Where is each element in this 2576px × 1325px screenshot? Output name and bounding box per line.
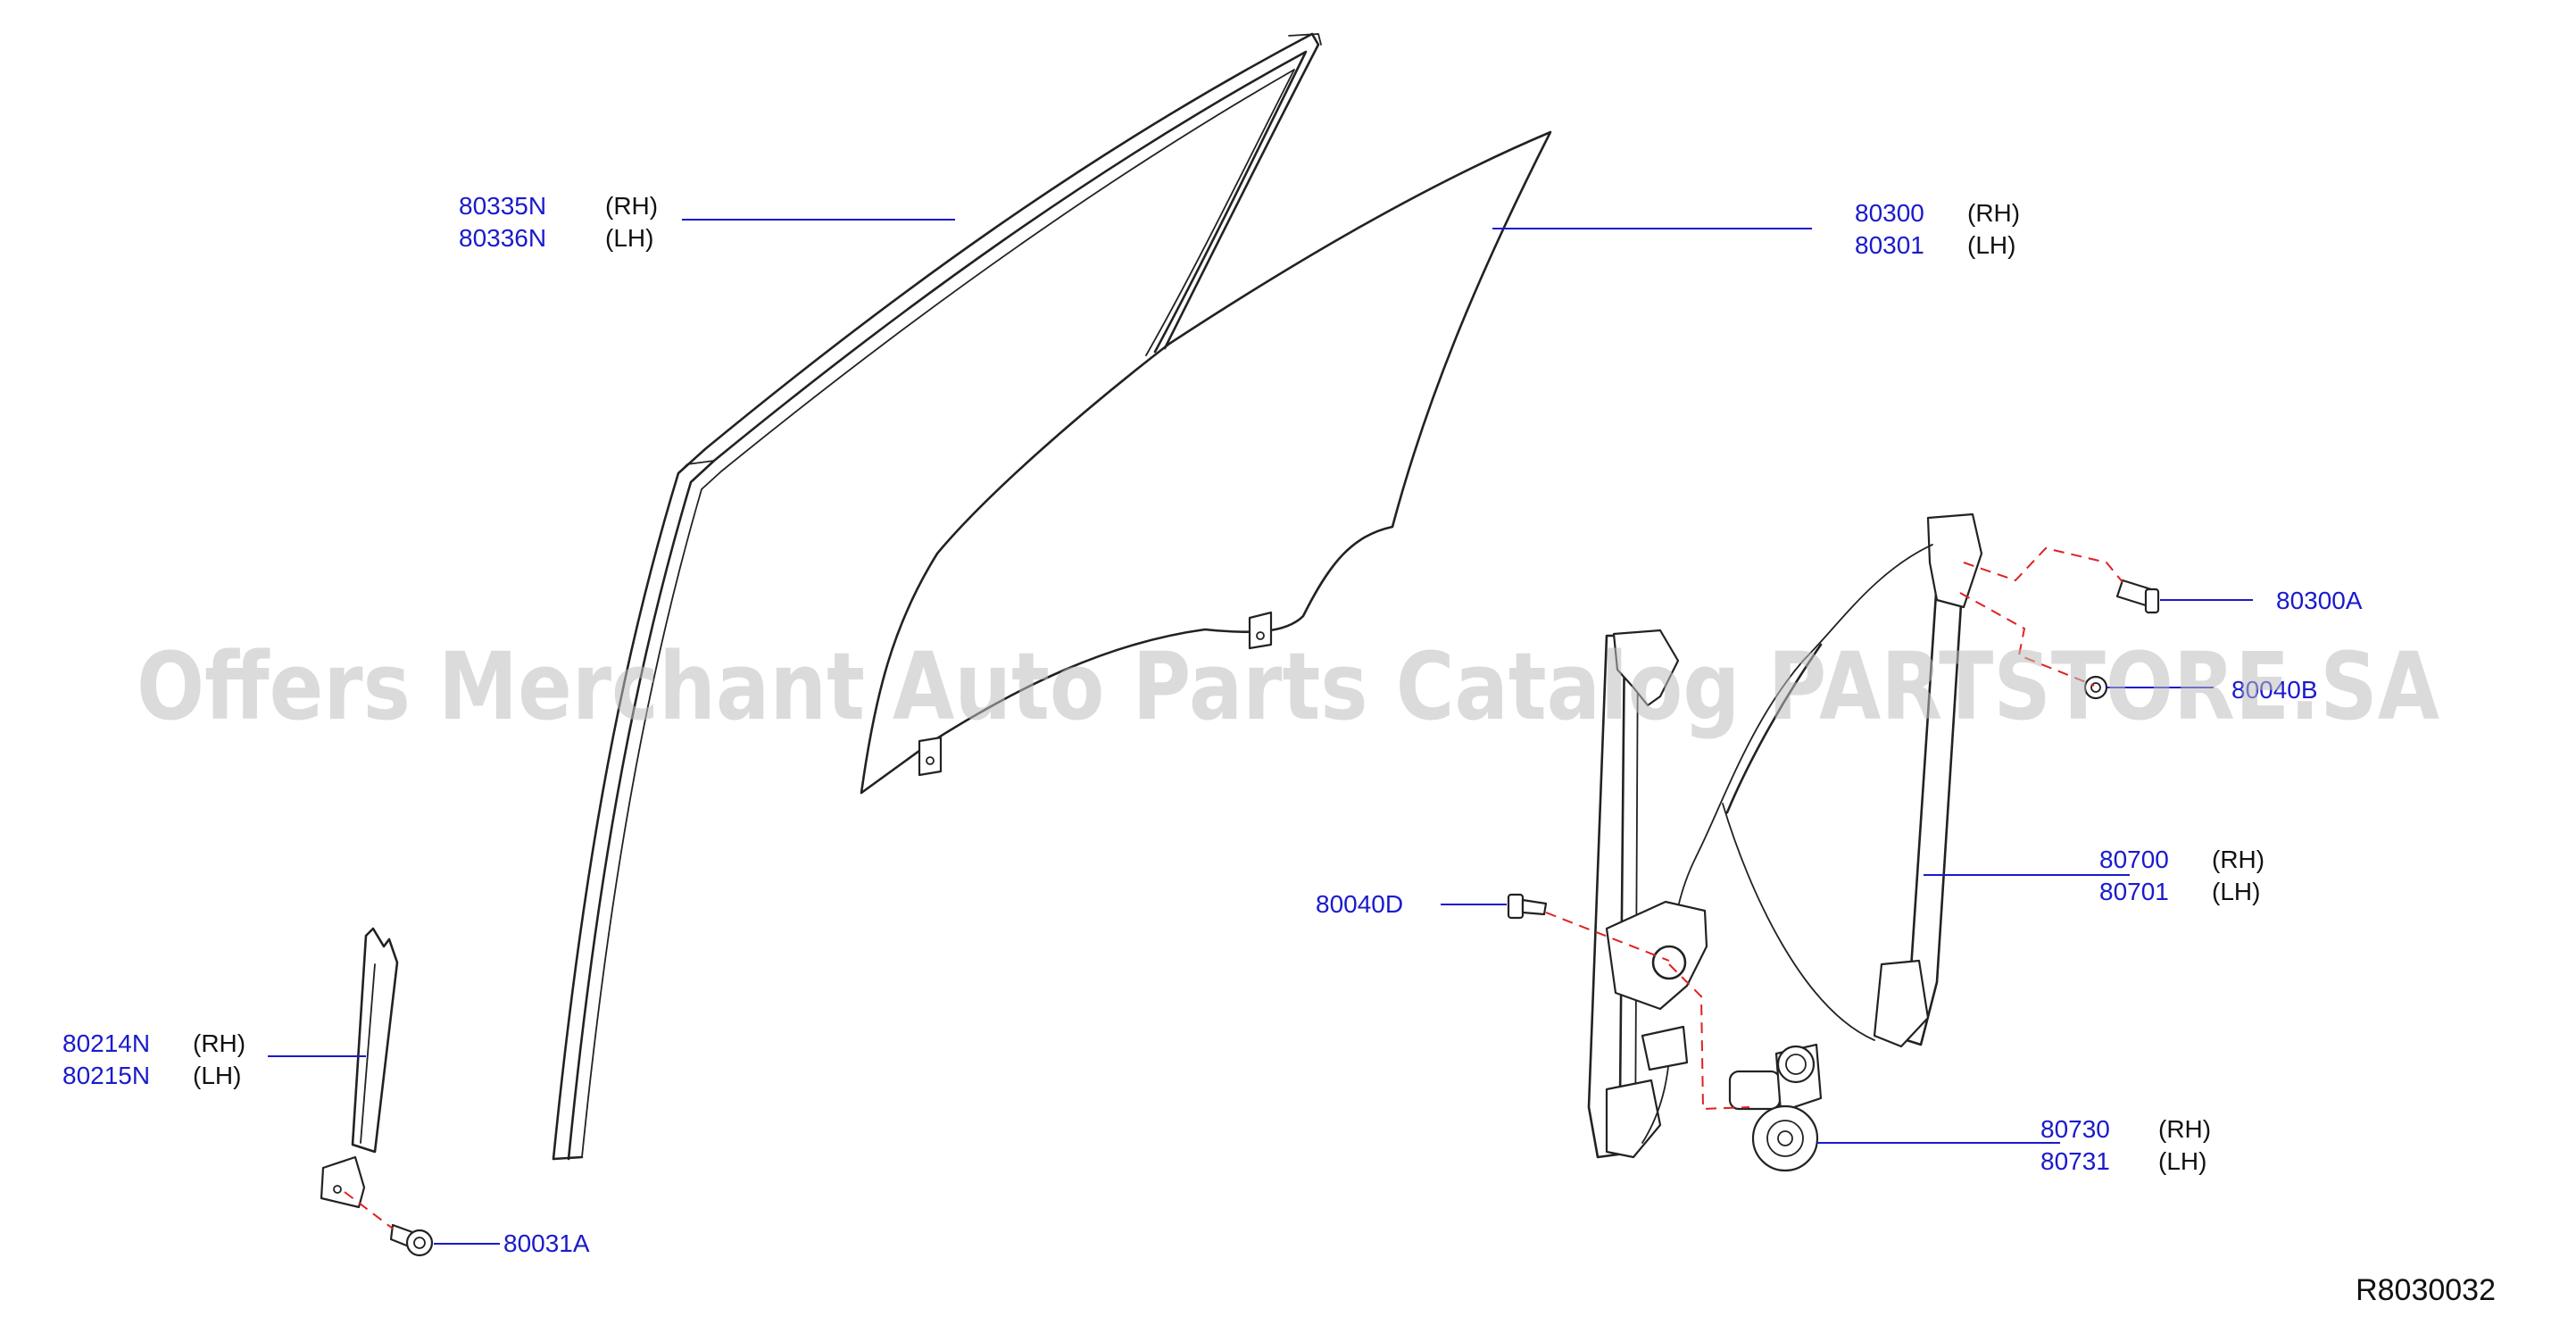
callout-80335n-side: (RH) xyxy=(605,192,658,220)
callout-80730[interactable]: 80730 xyxy=(2040,1115,2110,1143)
callout-80301[interactable]: 80301 xyxy=(1855,231,1924,259)
callout-80215n[interactable]: 80215N xyxy=(62,1062,150,1089)
callout-80336n[interactable]: 80336N xyxy=(459,224,546,252)
callout-80731[interactable]: 80731 xyxy=(2040,1147,2110,1175)
callout-80214n[interactable]: 80214N xyxy=(62,1029,150,1057)
callout-80300a[interactable]: 80300A xyxy=(2276,587,2363,614)
bolt-80300a-part[interactable] xyxy=(2115,579,2160,614)
bolt-80040d-part[interactable] xyxy=(1507,893,1548,920)
door-sash-part[interactable] xyxy=(552,32,1322,1161)
assembly-guides xyxy=(344,546,2123,1229)
callout-80031a[interactable]: 80031A xyxy=(503,1229,590,1257)
callout-80730-side: (RH) xyxy=(2158,1115,2211,1143)
callout-80336n-side: (LH) xyxy=(605,224,653,252)
callout-80300[interactable]: 80300 xyxy=(1855,199,1924,227)
rear-channel-part[interactable] xyxy=(320,927,399,1209)
door-glass-part[interactable] xyxy=(860,130,1552,795)
callout-80701-side: (LH) xyxy=(2212,878,2260,905)
callout-80301-side: (LH) xyxy=(1967,231,2015,259)
callout-80700-side: (RH) xyxy=(2212,846,2264,873)
regulator-motor-part[interactable] xyxy=(1728,1043,1823,1172)
screw-80031a-part[interactable] xyxy=(389,1223,434,1257)
leader-lines xyxy=(268,219,2253,1245)
callout-80040d[interactable]: 80040D xyxy=(1316,890,1403,918)
callout-80214n-side: (RH) xyxy=(193,1029,245,1057)
bolt-80040b-part[interactable] xyxy=(2083,675,2108,700)
callout-80731-side: (LH) xyxy=(2158,1147,2206,1175)
diagram-id: R8030032 xyxy=(2356,1273,2496,1307)
callout-80701[interactable]: 80701 xyxy=(2099,878,2169,905)
callout-80700[interactable]: 80700 xyxy=(2099,846,2169,873)
callout-80040b[interactable]: 80040B xyxy=(2231,676,2318,704)
callout-80300-side: (RH) xyxy=(1967,199,2020,227)
watermark: Offers Merchant Auto Parts Catalog PARTS… xyxy=(137,632,2439,741)
callout-80215n-side: (LH) xyxy=(193,1062,241,1089)
window-regulator-part[interactable] xyxy=(1587,512,1983,1159)
callout-80335n[interactable]: 80335N xyxy=(459,192,546,220)
